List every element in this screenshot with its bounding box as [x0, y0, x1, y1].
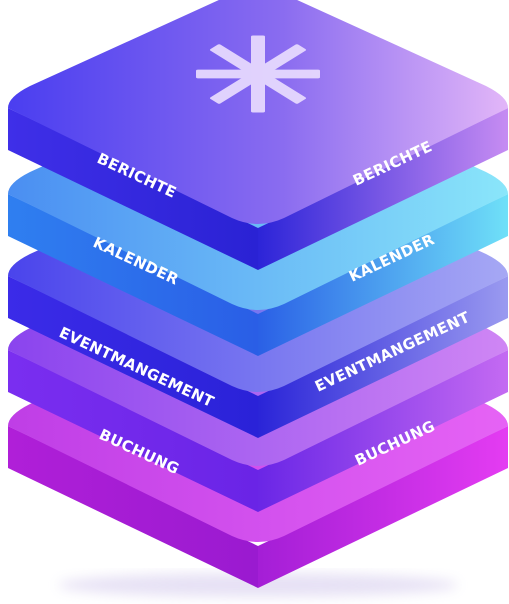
layer-berichte: BERICHTE BERICHTE [8, 0, 508, 270]
crm-left-label: CRM [110, 533, 152, 566]
asterisk-logo-icon [196, 35, 320, 113]
